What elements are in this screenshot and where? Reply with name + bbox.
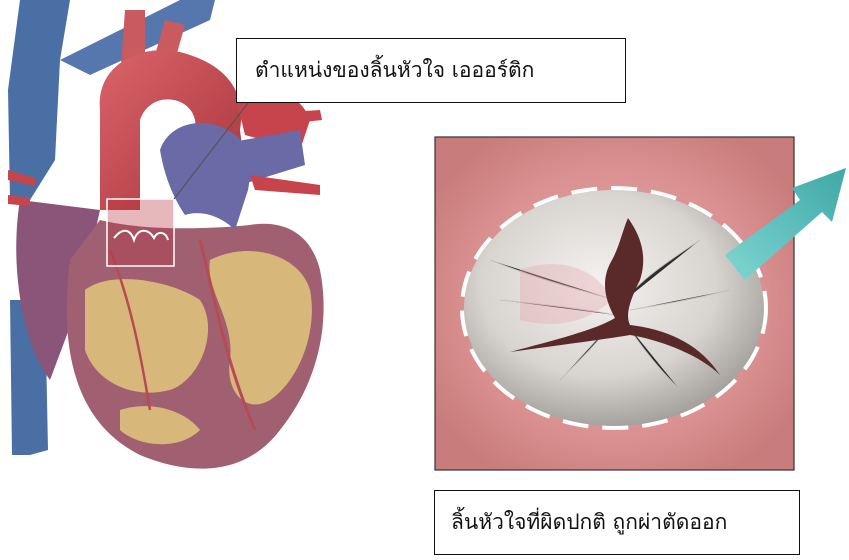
epicardial-fat (85, 279, 208, 393)
aortic-valve-location-text: ตำแหน่งของลิ้นหัวใจ เอออร์ติก (255, 54, 534, 87)
valve-closeup-inset (435, 137, 846, 470)
pulmonary-vessel (250, 175, 320, 195)
abnormal-valve-removed-text: ลิ้นหัวใจที่ผิดปกติ ถูกผ่าตัดออก (451, 506, 727, 539)
abnormal-valve-removed-label: ลิ้นหัวใจที่ผิดปกติ ถูกผ่าตัดออก (434, 490, 800, 555)
aortic-valve-location-label: ตำแหน่งของลิ้นหัวใจ เอออร์ติก (236, 38, 626, 103)
superior-vena-cava (8, 0, 70, 200)
